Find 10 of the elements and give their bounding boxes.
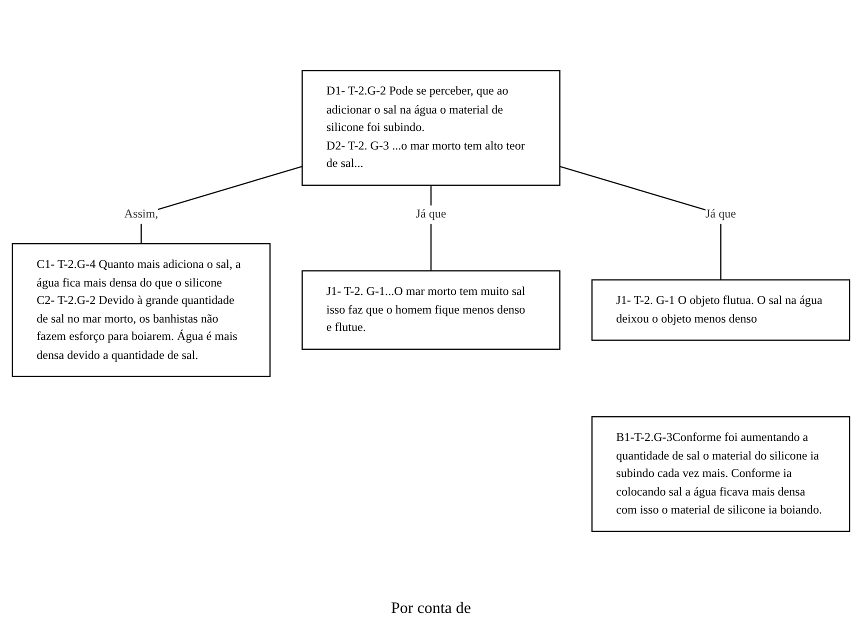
node-box: J1- T-2. G-1...O mar morto tem muito sal isso faz que o homem fique menos denso e flutue.: [302, 270, 560, 350]
connector-text: Por conta de: [391, 600, 471, 618]
node-box: J1- T-2. G-1 O objeto flutua. O sal na água deixou o objeto menos denso: [591, 279, 850, 341]
node-box: B1-T-2.G-3Conforme foi aumentando a quantidade de sal o material do silicone ia subindo cada vez mais. Conforme ia colocando sal a água ficava mais densa com isso o material de silicone ia boiando.: [591, 416, 850, 532]
node-box: D1- T-2.G-2 Pode se perceber, que ao adicionar o sal na água o material de silicone foi subindo. D2- T-2. G-3 ...o mar morto tem alto teor de sal...: [302, 70, 560, 186]
edge-label: Assim,: [124, 208, 158, 221]
edge-label: Já que: [416, 208, 446, 221]
connector: [560, 166, 722, 280]
node-box: C1- T-2.G-4 Quanto mais adiciona o sal, a água fica mais densa do que o silicone C2- T-2.G-2 Devido à grande quantidade de sal no mar morto, os banhistas não fazem esforço para boiarem. Água é mais densa devido a quantidade de sal.: [12, 243, 271, 378]
edge-label: Já que: [706, 208, 736, 221]
